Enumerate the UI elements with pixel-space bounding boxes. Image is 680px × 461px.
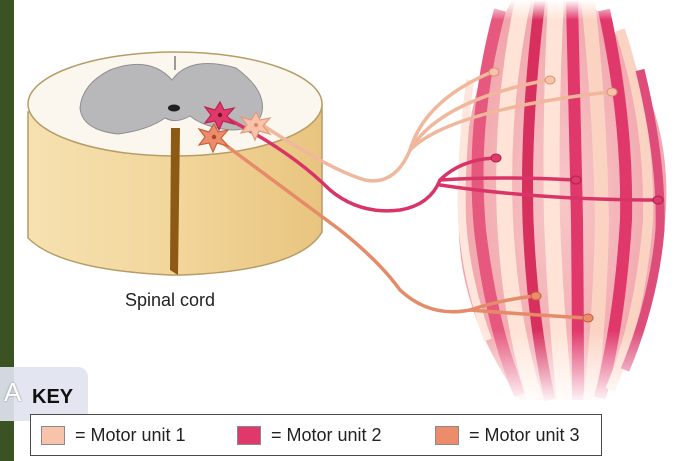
key-title: KEY xyxy=(32,386,74,408)
key-prefix: A xyxy=(4,377,22,407)
key-badge xyxy=(0,367,88,421)
central-canal xyxy=(168,104,180,112)
motor-neuron-1 xyxy=(239,110,272,142)
skeletal-muscle xyxy=(440,0,680,405)
motor-unit-3-endplates xyxy=(530,291,594,323)
motor-neuron-3 xyxy=(197,122,230,154)
motor-unit-2-endplates xyxy=(490,153,664,205)
legend-swatch xyxy=(237,426,261,445)
left-edge-strip xyxy=(0,0,14,461)
legend-label: = Motor unit 2 xyxy=(271,425,382,445)
motor-unit-1-endplates xyxy=(488,67,618,97)
spinal-cord-label: Spinal cord xyxy=(125,290,216,310)
legend-swatch xyxy=(435,426,459,445)
legend-item-motor-unit-1: = Motor unit 1 xyxy=(41,425,186,446)
legend-swatch xyxy=(41,426,65,445)
motor-unit-3-axon xyxy=(214,136,588,320)
legend-label: = Motor unit 1 xyxy=(75,425,186,445)
anterior-fissure xyxy=(170,128,180,275)
legend-item-motor-unit-2: = Motor unit 2 xyxy=(237,425,382,446)
motor-unit-2-axon xyxy=(220,114,658,213)
spinal-cord xyxy=(27,51,323,276)
legend-item-motor-unit-3: = Motor unit 3 xyxy=(435,425,580,446)
legend-label: = Motor unit 3 xyxy=(469,425,580,445)
motor-unit-1-axon xyxy=(256,70,612,183)
motor-neuron-2 xyxy=(203,100,236,132)
legend: = Motor unit 1 = Motor unit 2 = Motor un… xyxy=(30,414,602,456)
